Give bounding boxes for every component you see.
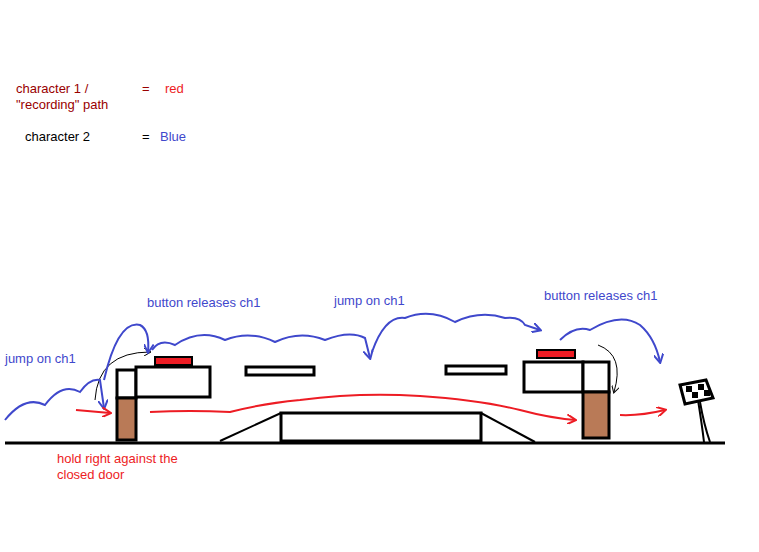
ramp [220, 413, 281, 441]
annotation: button releases ch1 [147, 295, 260, 311]
floating-platform [446, 366, 506, 374]
legend-text: character 1 / "recording" path [16, 81, 124, 113]
door [117, 398, 136, 440]
raised-block [281, 413, 481, 441]
character2-path [152, 334, 370, 358]
character2-path [560, 320, 660, 362]
wall-block [117, 370, 136, 398]
character2-path [104, 325, 148, 380]
annotation: jump on ch1 [5, 351, 76, 367]
guide-curve [95, 352, 150, 400]
button [155, 357, 192, 365]
annotation: button releases ch1 [544, 288, 657, 304]
character2-path [372, 314, 540, 352]
ramp [481, 413, 535, 442]
legend-equals: = [142, 129, 150, 145]
legend-color-name: Blue [160, 129, 186, 145]
character1-path [620, 410, 665, 415]
legend-color-name: red [165, 81, 184, 97]
finish-flag [680, 380, 713, 442]
character1-path [150, 395, 575, 420]
button [537, 350, 575, 358]
legend-text: character 2 [25, 129, 90, 145]
door [583, 392, 609, 438]
annotation: jump on ch1 [334, 293, 405, 309]
wall-block [583, 362, 609, 392]
ledge-platform [136, 367, 210, 397]
guide-curve [598, 345, 617, 392]
floating-platform [246, 367, 314, 375]
character1-path [76, 410, 110, 413]
character2-path [5, 380, 104, 420]
legend-equals: = [142, 81, 150, 97]
annotation: hold right against the closed door [57, 451, 185, 483]
ledge-platform [524, 362, 583, 392]
